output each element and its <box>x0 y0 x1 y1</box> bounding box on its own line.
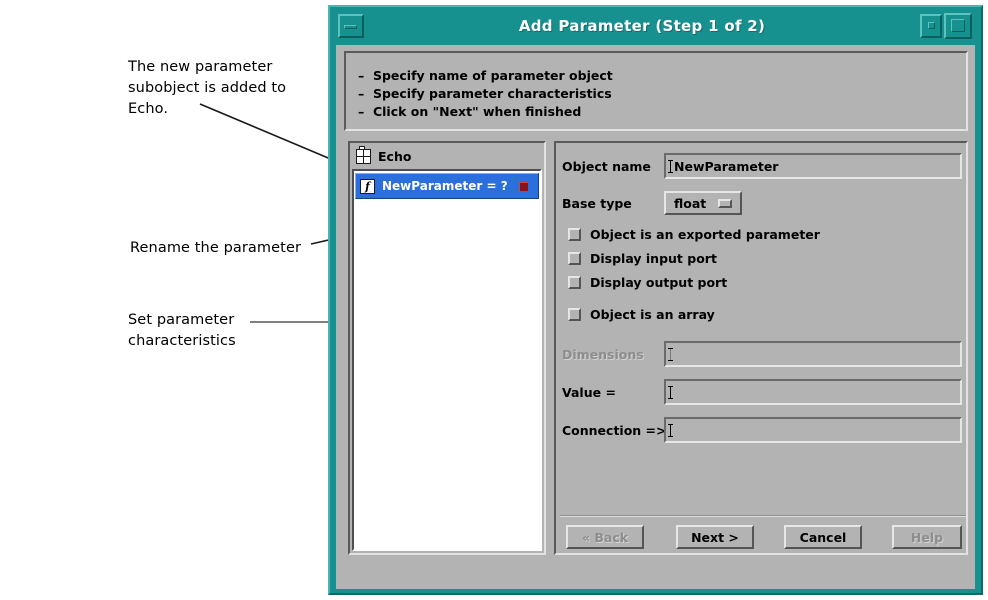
title-bar[interactable]: Add Parameter (Step 1 of 2) <box>334 11 977 41</box>
maximize-icon <box>951 19 965 32</box>
connection-label: Connection => <box>562 422 667 438</box>
checkbox-icon[interactable] <box>568 308 581 321</box>
base-type-label: Base type <box>562 195 632 211</box>
checkbox-exported-parameter-label: Object is an exported parameter <box>590 227 820 242</box>
object-name-input[interactable]: NewParameter <box>664 153 962 179</box>
minimize-button[interactable] <box>338 14 364 38</box>
dimensions-row: Dimensions <box>562 341 964 367</box>
button-bar-separator <box>560 515 966 517</box>
text-caret-icon <box>668 423 673 437</box>
checkbox-display-input-port-label: Display input port <box>590 251 717 266</box>
parameter-form-panel: Object name NewParameter Base type float <box>554 141 968 555</box>
checkbox-display-output-port-label: Display output port <box>590 275 728 290</box>
text-caret-icon <box>668 159 673 173</box>
grid-icon <box>356 145 371 164</box>
tree-root-label: Echo <box>378 148 412 164</box>
next-button[interactable]: Next > <box>676 525 754 549</box>
instructions-panel: – Specify name of parameter object – Spe… <box>344 51 968 131</box>
text-caret-icon <box>668 347 673 361</box>
function-f-icon: f <box>360 178 375 194</box>
red-square-marker-icon <box>519 182 528 191</box>
restore-button[interactable] <box>920 14 942 38</box>
annotation-set-parameter-characteristics: Set parameter characteristics <box>128 312 236 350</box>
object-name-row: Object name NewParameter <box>562 153 964 179</box>
value-row: Value = <box>562 379 964 405</box>
checkbox-object-is-array[interactable]: Object is an array <box>568 307 715 322</box>
dialog-client-area: – Specify name of parameter object – Spe… <box>336 45 975 589</box>
checkbox-display-output-port[interactable]: Display output port <box>568 275 727 290</box>
window-title: Add Parameter (Step 1 of 2) <box>518 17 766 35</box>
help-button[interactable]: Help <box>892 525 962 549</box>
object-tree-panel: Echo f NewParameter = ? <box>348 141 546 555</box>
back-button[interactable]: « Back <box>566 525 644 549</box>
maximize-button[interactable] <box>944 13 972 39</box>
connection-input[interactable] <box>664 417 962 443</box>
restore-icon <box>928 22 935 29</box>
checkbox-icon[interactable] <box>568 228 581 241</box>
chevron-down-icon <box>718 198 733 208</box>
tree-item-label: NewParameter = ? <box>382 179 508 193</box>
checkbox-exported-parameter[interactable]: Object is an exported parameter <box>568 227 820 242</box>
value-label: Value = <box>562 384 616 400</box>
base-type-dropdown[interactable]: float <box>664 191 743 215</box>
tree-root-row[interactable]: Echo <box>350 143 544 169</box>
base-type-value: float <box>674 195 707 211</box>
object-name-label: Object name <box>562 158 651 174</box>
instruction-line-1: – Specify name of parameter object <box>358 68 613 83</box>
dimensions-input <box>664 341 962 367</box>
checkbox-icon[interactable] <box>568 276 581 289</box>
dialog-button-bar: « Back Next > Cancel Help <box>556 525 970 557</box>
cancel-button[interactable]: Cancel <box>784 525 862 549</box>
tree-list[interactable]: f NewParameter = ? <box>352 169 542 551</box>
annotation-new-parameter-subobject: The new parameter subobject is added to … <box>128 59 287 118</box>
instruction-line-3: – Click on "Next" when finished <box>358 103 582 119</box>
base-type-row: Base type float <box>562 191 743 215</box>
checkbox-icon[interactable] <box>568 252 581 265</box>
annotation-rename-the-parameter: Rename the parameter <box>130 240 302 256</box>
dimensions-label: Dimensions <box>562 346 644 362</box>
value-input[interactable] <box>664 379 962 405</box>
connection-row: Connection => <box>562 417 964 443</box>
dialog-window: Add Parameter (Step 1 of 2) – Specify na… <box>328 5 983 595</box>
instruction-line-2: – Specify parameter characteristics <box>358 85 612 101</box>
text-caret-icon <box>668 385 673 399</box>
minimize-icon <box>344 25 357 29</box>
tree-item-newparameter[interactable]: f NewParameter = ? <box>355 173 539 199</box>
checkbox-object-is-array-label: Object is an array <box>590 307 715 322</box>
checkbox-display-input-port[interactable]: Display input port <box>568 251 717 266</box>
object-name-value: NewParameter <box>674 158 779 174</box>
